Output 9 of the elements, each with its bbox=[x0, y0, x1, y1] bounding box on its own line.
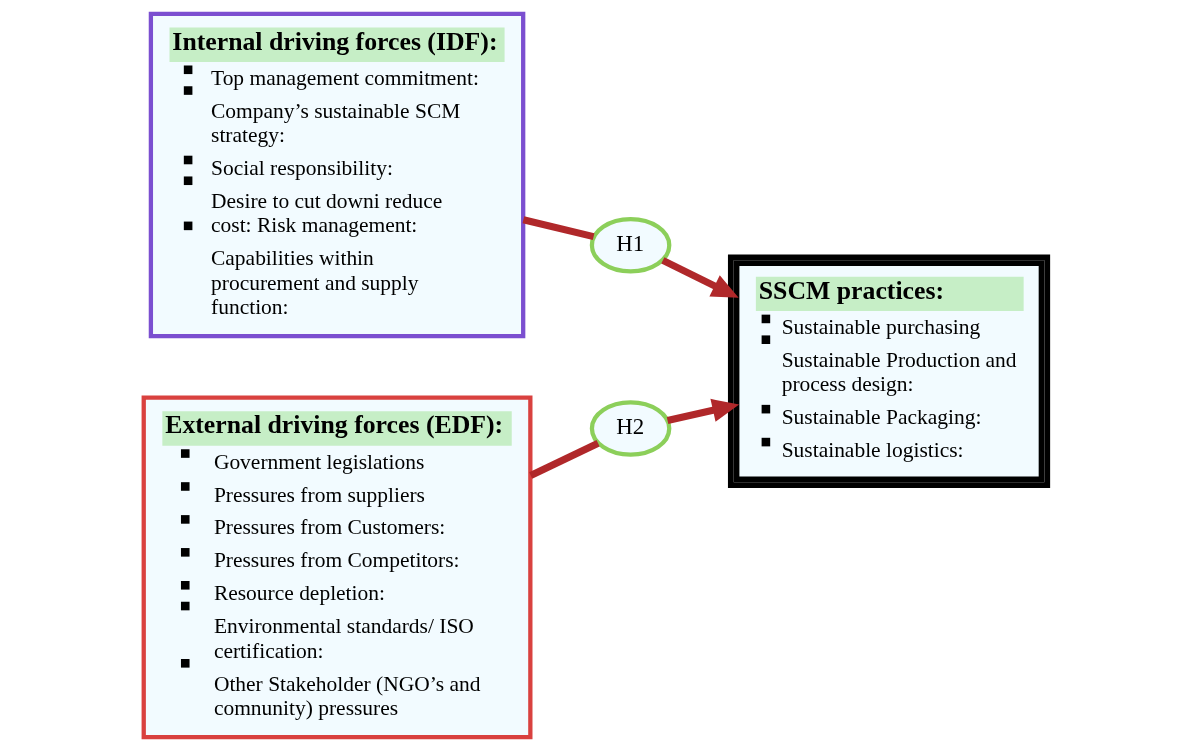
connector bbox=[529, 440, 600, 479]
node-ellipse: H1 bbox=[589, 216, 672, 274]
node-box: External driving forces (EDF): Government legislations Pressures from suppliers Pressures from Customers: Pressures from Competitors: Resource depletion: Environmental standards/ ISO certification: Other Stakeholder (NGO’s and comnunity) pressures bbox=[141, 395, 533, 740]
connector bbox=[522, 216, 595, 241]
arrow bbox=[661, 257, 739, 298]
arrow bbox=[666, 398, 740, 424]
node-box: Internal driving forces (IDF): Top management commitment: Company’s sustainable SCM strategy: Social responsibility: Desire to cut downi reduce cost: Risk management: Capabilities within procurement and supply function: bbox=[148, 11, 526, 339]
node-ellipse: H2 bbox=[589, 400, 672, 457]
node-box: SSCM practices: Sustainable purchasing Sustainable Production and process design: Sustainable Packaging: Sustainable logistics: bbox=[727, 254, 1051, 488]
